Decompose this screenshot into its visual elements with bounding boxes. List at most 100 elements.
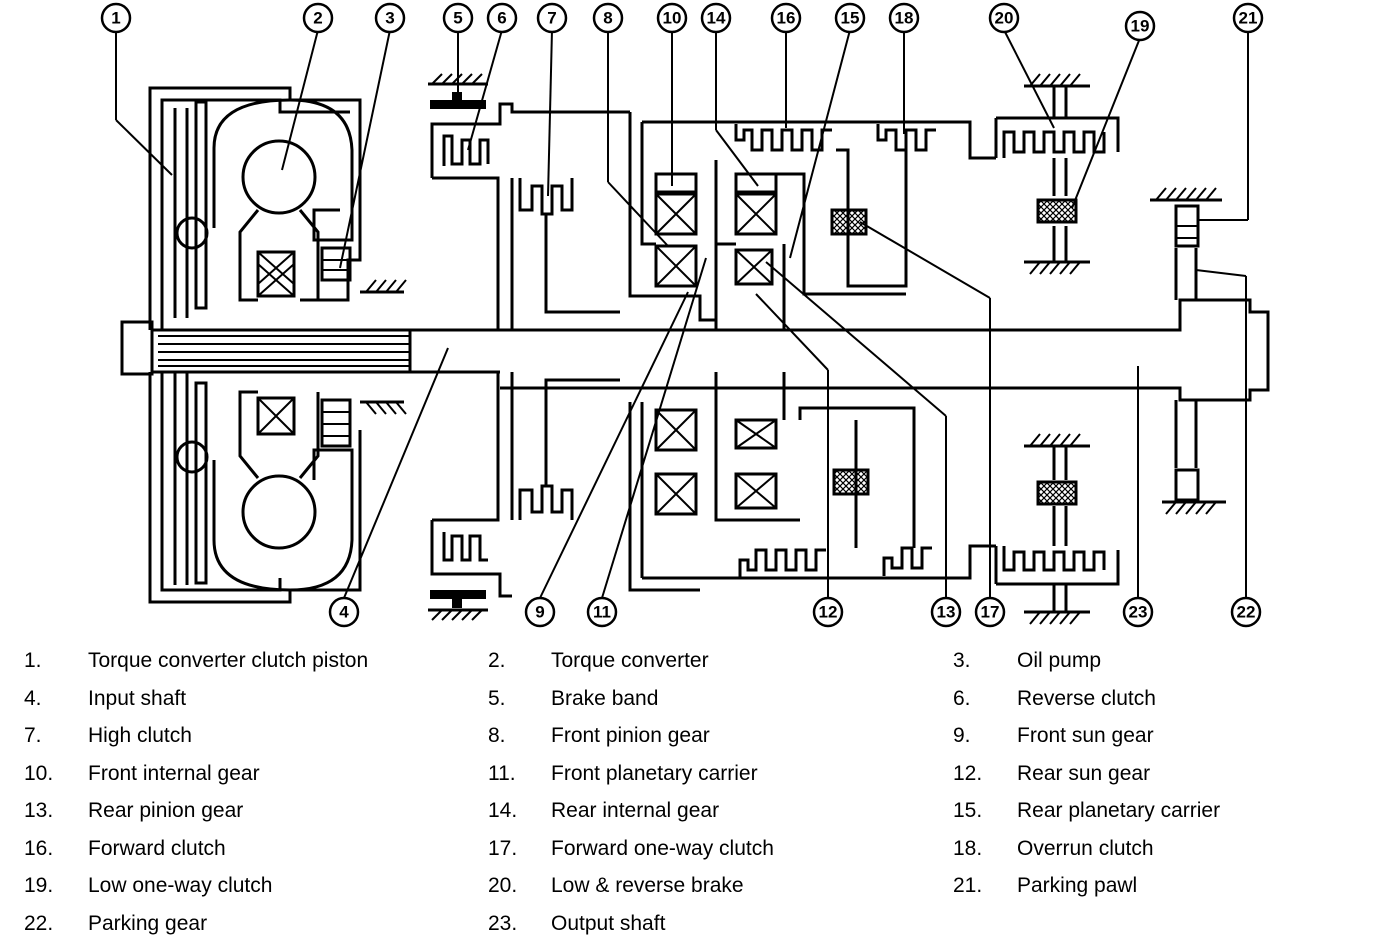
legend-label: Forward one-way clutch (551, 836, 774, 860)
callout-5: 5 (442, 2, 474, 34)
callout-2: 2 (302, 2, 334, 34)
svg-text:18: 18 (895, 9, 914, 28)
legend-number: 13. (24, 799, 54, 822)
high-clutch (510, 178, 620, 520)
legend-number: 14. (488, 799, 518, 822)
legend-number: 8. (488, 724, 506, 747)
legend-number: 11. (488, 761, 516, 785)
svg-text:17: 17 (981, 603, 1000, 622)
svg-text:1: 1 (111, 9, 120, 28)
legend-label: Torque converter clutch piston (88, 649, 369, 672)
legend-number: 5. (488, 686, 506, 710)
svg-text:16: 16 (777, 9, 796, 28)
legend-label: Front sun gear (1017, 724, 1154, 747)
svg-text:4: 4 (339, 603, 349, 622)
front-planetary-gearset (628, 112, 716, 592)
callout-16: 16 (770, 2, 802, 34)
torque-converter-housing (120, 86, 362, 604)
callout-17: 17 (974, 596, 1006, 628)
svg-text:6: 6 (497, 9, 506, 28)
legend-number: 10. (24, 761, 54, 785)
low-reverse-brake (994, 73, 1120, 625)
legend-label: Low & reverse brake (551, 874, 744, 897)
legend-number: 15. (953, 799, 983, 822)
callout-9: 9 (524, 596, 556, 628)
callout-20: 20 (988, 2, 1020, 34)
svg-text:11: 11 (593, 603, 611, 622)
callout-21: 21 (1232, 2, 1264, 34)
legend-number: 18. (953, 836, 983, 860)
torque-converter-top (212, 98, 354, 302)
legend-label: Oil pump (1017, 649, 1102, 672)
legend-label: Rear sun gear (1017, 761, 1151, 785)
legend-label: Reverse clutch (1017, 686, 1156, 710)
legend-label: High clutch (88, 724, 192, 747)
callout-12: 12 (812, 596, 844, 628)
legend-label: Overrun clutch (1017, 836, 1154, 860)
legend-label: Front planetary carrier (551, 761, 758, 785)
callout-13: 13 (930, 596, 962, 628)
svg-text:3: 3 (385, 9, 394, 28)
legend-number: 17. (488, 836, 518, 860)
parking-pawl (1150, 187, 1226, 515)
callout-6: 6 (486, 2, 518, 34)
legend-number: 23. (488, 911, 518, 935)
callout-7: 7 (536, 2, 568, 34)
svg-text:7: 7 (547, 9, 556, 28)
legend-number: 3. (953, 649, 971, 672)
callout-1: 1 (100, 2, 132, 34)
callout-15: 15 (834, 2, 866, 34)
legend-label: Parking pawl (1017, 874, 1138, 897)
svg-text:13: 13 (937, 603, 956, 622)
oil-pump-ground (360, 279, 407, 415)
svg-text:8: 8 (603, 9, 612, 28)
legend-label: Brake band (551, 686, 659, 710)
svg-text:19: 19 (1131, 17, 1150, 36)
torque-converter-bottom (212, 390, 354, 592)
callout-bubbles: 1 2 3 5 6 7 8 10 14 16 15 18 20 19 21 4 … (100, 2, 1264, 628)
legend-number: 6. (953, 686, 971, 710)
legend-number: 12. (953, 761, 983, 785)
callout-3: 3 (374, 2, 406, 34)
legend-number: 9. (953, 724, 971, 747)
svg-text:12: 12 (819, 603, 838, 622)
reverse-clutch (430, 102, 630, 598)
legend-label: Front internal gear (88, 761, 260, 785)
svg-text:2: 2 (313, 9, 322, 28)
callout-11: 11 (586, 596, 618, 628)
legend-label: Rear pinion gear (88, 799, 244, 822)
svg-text:21: 21 (1239, 9, 1258, 28)
legend-label: Front pinion gear (551, 724, 710, 747)
legend-number: 4. (24, 686, 42, 710)
rear-planetary-gearset (714, 160, 906, 522)
legend-number: 16. (24, 836, 54, 860)
svg-text:20: 20 (995, 9, 1014, 28)
legend-label: Rear internal gear (551, 799, 720, 822)
forward-overrun-clutches-bottom (642, 406, 996, 580)
callout-23: 23 (1122, 596, 1154, 628)
legend-label: Rear planetary carrier (1017, 799, 1221, 822)
legend-label: Torque converter (551, 649, 709, 672)
callout-14: 14 (700, 2, 732, 34)
legend-label: Low one-way clutch (88, 874, 273, 897)
svg-text:9: 9 (535, 603, 544, 622)
svg-text:14: 14 (707, 9, 726, 28)
legend-label: Parking gear (88, 911, 208, 935)
legend-label: Input shaft (88, 686, 187, 710)
svg-text:22: 22 (1237, 603, 1256, 622)
callout-leaders (115, 29, 1249, 599)
svg-text:23: 23 (1129, 603, 1148, 622)
legend-number: 7. (24, 724, 42, 747)
legend-label: Forward clutch (88, 836, 226, 860)
svg-text:15: 15 (841, 9, 860, 28)
parts-legend: 1. Torque converter clutch piston 2. Torque… (0, 642, 1392, 942)
callout-4: 4 (328, 596, 360, 628)
legend-number: 19. (24, 874, 54, 897)
svg-text:10: 10 (663, 9, 682, 28)
torque-converter-clutch-piston (173, 100, 209, 585)
output-shaft (500, 248, 1270, 468)
legend-number: 2. (488, 649, 506, 672)
legend-number: 1. (24, 649, 42, 672)
callout-8: 8 (592, 2, 624, 34)
callout-18: 18 (888, 2, 920, 34)
